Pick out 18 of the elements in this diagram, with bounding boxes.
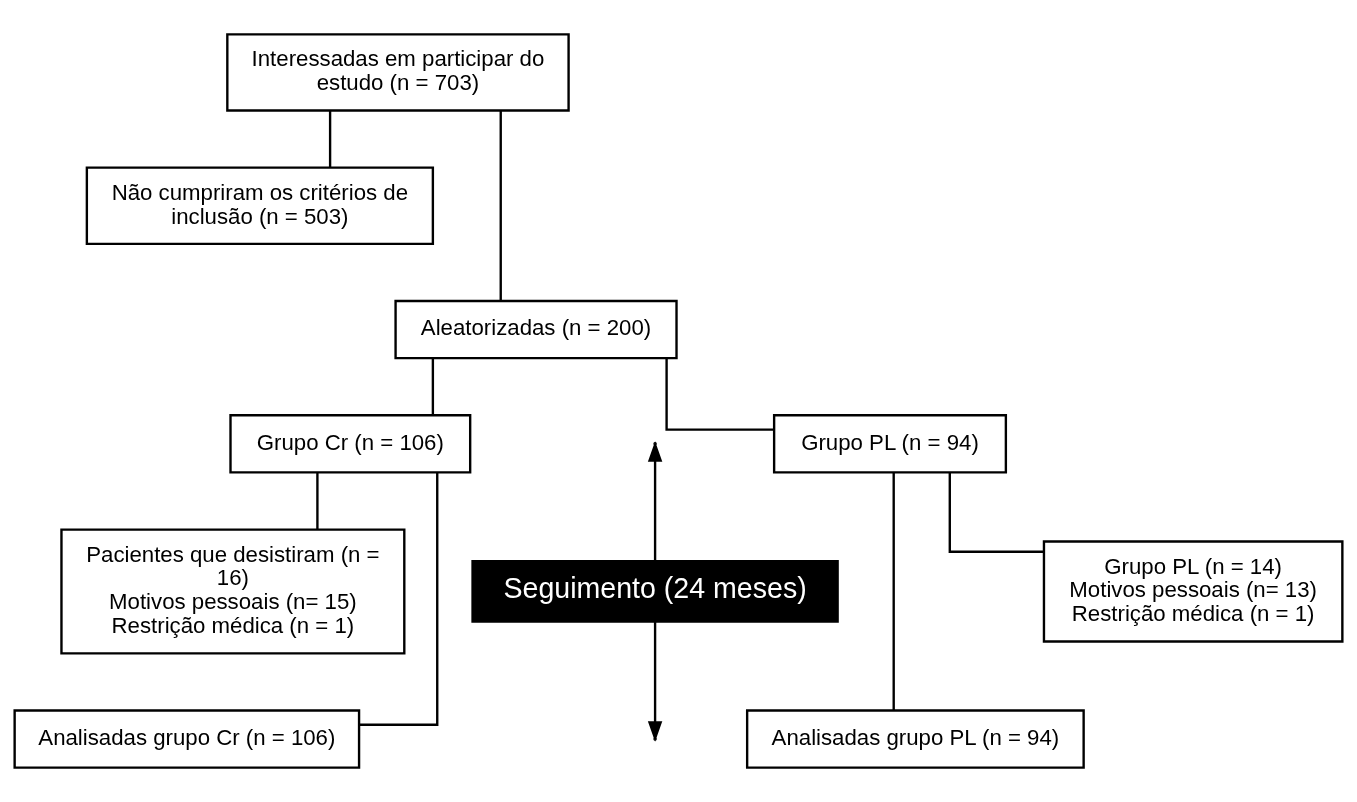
node-box: Grupo Cr (n = 106): [229, 414, 472, 474]
connector: [892, 472, 895, 711]
connector: [328, 111, 332, 168]
node-box: Analisadas grupo Cr (n = 106): [13, 709, 361, 769]
connector: [665, 358, 774, 431]
connector: [431, 358, 435, 415]
connector: [316, 473, 319, 530]
node-box: Analisadas grupo PL (n = 94): [745, 709, 1085, 769]
node-box: Seguimento (24 meses): [471, 560, 839, 623]
node-box: Grupo PL (n = 94): [772, 414, 1008, 474]
connector: [499, 110, 502, 301]
node-box: Interessadas em participar do estudo (n = 703): [226, 33, 570, 112]
connector: [948, 472, 1044, 553]
node-box: Grupo PL (n = 14) Motivos pessoais (n= 13) Restrição médica (n = 1): [1042, 540, 1344, 643]
node-box: Pacientes que desistiram (n = 16) Motivos pessoais (n= 15) Restrição médica (n = 1): [60, 528, 406, 655]
connector: [359, 472, 439, 726]
node-box: Aleatorizadas (n = 200): [394, 299, 678, 360]
node-box: Não cumpriram os critérios de inclusão (n = 503): [85, 166, 435, 246]
